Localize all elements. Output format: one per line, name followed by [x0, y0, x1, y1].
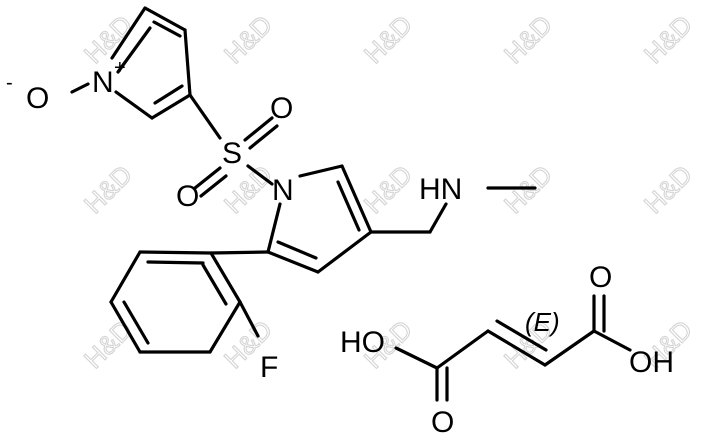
bond: [208, 300, 242, 354]
watermark: H&D: [358, 159, 418, 219]
bond: [266, 202, 282, 254]
bond: [201, 263, 228, 306]
bond: [150, 93, 192, 120]
watermark: H&D: [638, 9, 698, 69]
bond: [495, 319, 548, 352]
bond: [183, 28, 192, 97]
watermark: H&D: [78, 159, 138, 219]
watermark: H&D: [218, 9, 278, 69]
atom-labels: - O N + S O O N HN F HO O O OH (E): [6, 57, 674, 439]
bond: [238, 300, 260, 338]
n-oxide-oxygen-label: O: [26, 82, 49, 115]
bond: [114, 90, 154, 120]
watermark: H&D: [638, 159, 698, 219]
bond: [122, 300, 150, 345]
watermark: H&D: [358, 9, 418, 69]
bond: [298, 164, 344, 178]
bond: [110, 6, 147, 60]
bond: [146, 260, 205, 265]
watermark: H&D: [498, 9, 558, 69]
carboxyl-hydroxyl-right-label: OH: [629, 346, 674, 379]
fumaric-acid: [394, 294, 632, 402]
sulfonyl-oxygen-bottom-label: O: [176, 180, 199, 213]
bond: [193, 166, 222, 190]
bond: [428, 202, 448, 234]
n-oxide-nitrogen-label: N: [92, 66, 114, 99]
bond: [248, 124, 279, 150]
bond: [153, 84, 184, 105]
bond: [336, 180, 361, 232]
bond: [143, 6, 187, 32]
methylaminomethyl-group: [369, 186, 537, 234]
bond: [543, 329, 596, 367]
sulfonyl-oxygen-top-label: O: [270, 92, 293, 125]
bond: [276, 240, 318, 260]
bond: [138, 250, 213, 255]
nitrogen-charge-label: +: [114, 57, 126, 79]
bond: [266, 250, 320, 274]
bond: [316, 230, 373, 274]
bond: [340, 164, 373, 234]
fluorine-label: F: [260, 351, 278, 384]
carbonyl-oxygen-top-label: O: [589, 261, 612, 294]
bond: [109, 250, 142, 304]
sulfonyl-group: [188, 93, 279, 198]
bond: [188, 93, 222, 140]
carboxyl-hydroxyl-left-label: HO: [340, 326, 385, 359]
bond: [243, 116, 274, 142]
bond: [70, 82, 90, 94]
e-stereo-label: (E): [525, 307, 560, 337]
oxygen-charge-label: -: [6, 72, 13, 94]
watermark: H&D: [78, 314, 138, 374]
bond: [116, 26, 152, 74]
pyrrole-nitrogen-label: N: [272, 174, 294, 207]
bond: [209, 251, 242, 304]
amine-label: HN: [419, 173, 462, 206]
bond: [209, 250, 270, 255]
pyrrole-ring: [266, 164, 373, 274]
bond: [109, 300, 142, 354]
bond: [199, 174, 228, 198]
bond: [152, 20, 182, 38]
sulfur-label: S: [222, 137, 242, 170]
bond: [394, 346, 439, 370]
bond: [592, 329, 632, 352]
bond: [435, 329, 490, 370]
watermark: H&D: [78, 9, 138, 69]
pyridine-n-oxide-ring: [70, 6, 192, 120]
fluorophenyl-ring: [109, 250, 270, 354]
carbonyl-oxygen-bottom-label: O: [431, 406, 454, 439]
bond: [486, 329, 547, 367]
bond: [246, 164, 274, 186]
